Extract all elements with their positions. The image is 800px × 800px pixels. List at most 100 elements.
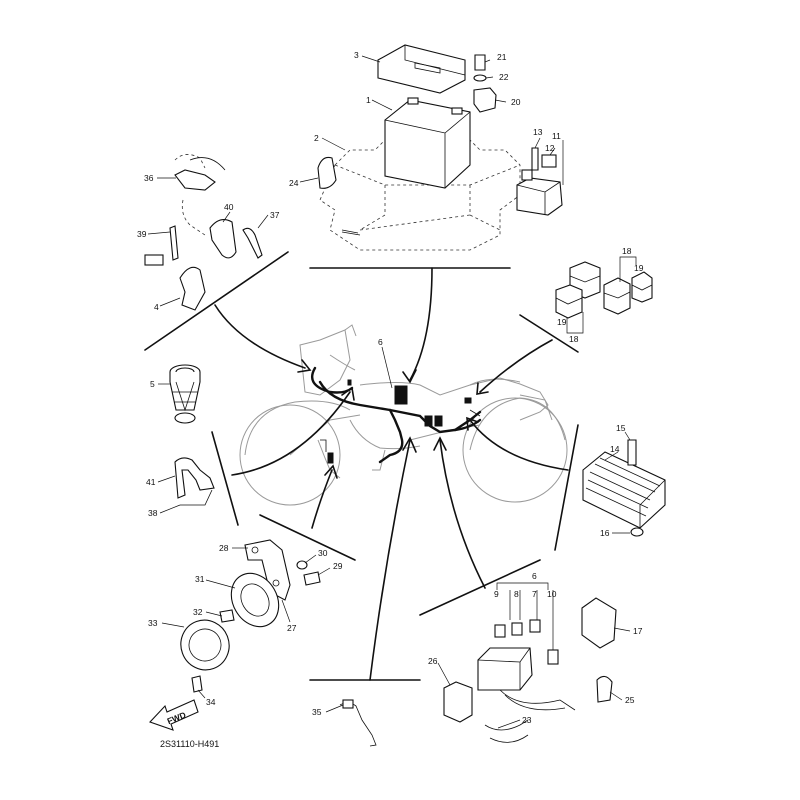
- callout-3: 3: [354, 50, 359, 60]
- callout-38: 38: [148, 508, 158, 518]
- clamp-group: [144, 154, 263, 311]
- battery-terminal: [473, 87, 497, 113]
- wire-clip: [169, 225, 179, 261]
- callout-4: 4: [154, 302, 159, 312]
- callout-12: 12: [545, 143, 555, 153]
- callout-39: 39: [137, 229, 147, 239]
- callout-15: 15: [616, 423, 626, 433]
- bracket: [244, 539, 291, 601]
- collar: [630, 527, 644, 537]
- horn: [230, 572, 280, 628]
- callout-35: 35: [312, 707, 322, 717]
- harness-connector: [394, 385, 408, 405]
- callout-16: 16: [600, 528, 610, 538]
- clamp: [179, 266, 206, 311]
- callout-37: 37: [270, 210, 280, 220]
- callout-25: 25: [625, 695, 635, 705]
- lead-wire: [174, 457, 215, 506]
- bolt: [627, 439, 637, 466]
- clamp: [596, 675, 613, 703]
- callout-29: 29: [333, 561, 343, 571]
- callout-17: 17: [633, 626, 643, 636]
- fuse: [529, 619, 541, 633]
- reference-frames: [144, 251, 579, 681]
- callout-18a: 18: [622, 246, 632, 256]
- callout-labels: 1 2 3 21 22 20 24 13 11 12 18 19 19 18 3…: [137, 50, 644, 725]
- callout-34: 34: [206, 697, 216, 707]
- callout-30: 30: [318, 548, 328, 558]
- horn-group: [180, 539, 321, 693]
- callout-20: 20: [511, 97, 521, 107]
- bolt: [219, 609, 235, 623]
- callout-1: 1: [366, 95, 371, 105]
- callout-8: 8: [514, 589, 519, 599]
- callout-2: 2: [314, 133, 319, 143]
- callout-9: 9: [494, 589, 499, 599]
- bolt: [303, 571, 321, 586]
- band: [242, 227, 263, 259]
- relay: [603, 277, 631, 315]
- callout-33: 33: [148, 618, 158, 628]
- fuse: [511, 622, 523, 636]
- fuse: [547, 649, 559, 665]
- clamp: [174, 169, 216, 191]
- bolt: [474, 54, 486, 71]
- callout-31: 31: [195, 574, 205, 584]
- fuse-box: [477, 647, 533, 691]
- callout-23: 23: [522, 715, 532, 725]
- callout-19b: 19: [557, 317, 567, 327]
- callout-22: 22: [499, 72, 509, 82]
- protector-hose: [209, 219, 237, 259]
- battery-box-group: [317, 44, 521, 251]
- callout-7: 7: [532, 589, 537, 599]
- harness-connector: [464, 397, 472, 404]
- callout-28: 28: [219, 543, 229, 553]
- relay-unit: [443, 681, 473, 723]
- callout-32: 32: [193, 607, 203, 617]
- diagram-code: 2S31110-H491: [160, 739, 219, 749]
- battery-band: [317, 156, 337, 189]
- horn: [180, 619, 230, 671]
- rectifier-regulator: [582, 439, 666, 537]
- relay-socket: [631, 271, 653, 303]
- harness-connector: [434, 415, 443, 427]
- fuse-box-group: [443, 582, 617, 743]
- bolt: [191, 675, 203, 693]
- relay-units: [555, 261, 653, 319]
- nut: [473, 74, 487, 82]
- leader-lines: [147, 55, 637, 729]
- callout-19a: 19: [634, 263, 644, 273]
- callout-5: 5: [150, 379, 155, 389]
- flasher-relay: [581, 597, 617, 649]
- callout-36: 36: [144, 173, 154, 183]
- wire-harness: [310, 366, 482, 464]
- harness-connector: [327, 452, 334, 464]
- fuse: [541, 154, 557, 168]
- callout-10: 10: [547, 589, 557, 599]
- fwd-arrow: FWD: [149, 699, 199, 731]
- callout-21: 21: [497, 52, 507, 62]
- callout-18b: 18: [569, 334, 579, 344]
- starter-relay-group: [516, 147, 563, 216]
- fuse: [494, 624, 506, 638]
- motorcycle-outline: [239, 324, 568, 506]
- screw: [531, 147, 539, 171]
- callout-40: 40: [224, 202, 234, 212]
- callout-6a: 6: [378, 337, 383, 347]
- callout-14: 14: [610, 444, 620, 454]
- callout-11: 11: [552, 131, 561, 141]
- harness-connector: [347, 379, 352, 386]
- callout-27: 27: [287, 623, 297, 633]
- relay-socket: [555, 284, 583, 319]
- callout-13: 13: [533, 127, 543, 137]
- starter-relay: [516, 177, 563, 216]
- callout-26: 26: [428, 656, 438, 666]
- ignition-coil: [169, 364, 201, 424]
- callout-41: 41: [146, 477, 156, 487]
- cable-band: [339, 699, 377, 747]
- callout-24: 24: [289, 178, 299, 188]
- nut: [296, 560, 308, 570]
- callout-6b: 6: [532, 571, 537, 581]
- harness-connector: [424, 415, 433, 427]
